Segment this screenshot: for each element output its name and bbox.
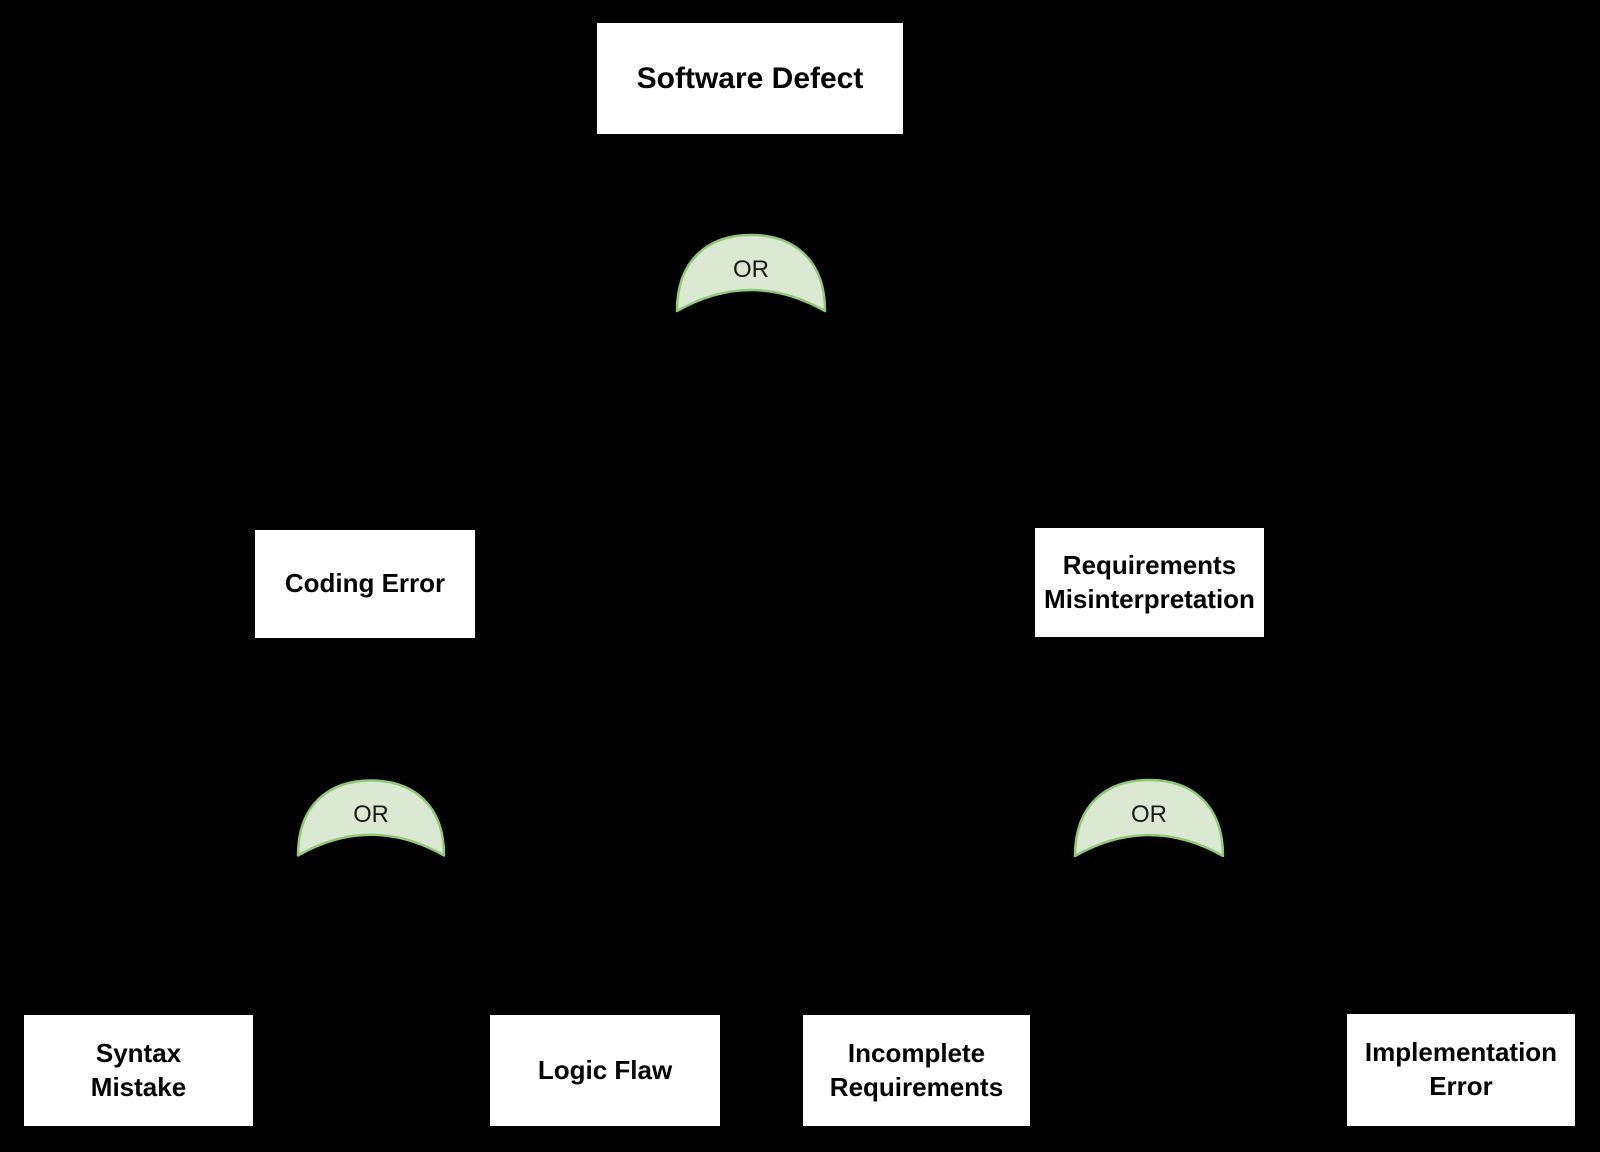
edge-left-gate-to-logic-flaw: [370, 845, 606, 1013]
edge-right-gate-to-implementation-error: [1148, 845, 1462, 1012]
or-gate-right-shape: [1073, 778, 1225, 858]
node-coding-error: Coding Error: [253, 528, 477, 640]
edge-left-gate-to-syntax-mistake: [137, 845, 372, 1013]
node-software-defect: Software Defect: [595, 21, 905, 136]
edge-root-to-top-gate: [749, 135, 752, 234]
edge-top-gate-to-coding-error: [364, 300, 752, 528]
node-logic-flaw-label: Logic Flaw: [537, 1054, 673, 1085]
edge-right-gate-to-incomplete-requirements: [915, 845, 1150, 1013]
or-gate-top: OR: [675, 233, 827, 313]
node-coding-error-label: Coding Error: [284, 568, 446, 599]
edge-top-gate-to-requirements-misinterpretation: [750, 300, 1150, 526]
node-logic-flaw: Logic Flaw: [488, 1013, 722, 1128]
node-syntax-mistake: Syntax Mistake: [22, 1013, 255, 1128]
node-incomplete-requirements: Incomplete Requirements: [801, 1013, 1032, 1128]
node-implementation-error: Implementation Error: [1345, 1012, 1577, 1128]
or-gate-top-label: OR: [733, 256, 769, 283]
edge-coding-error-to-left-gate: [364, 639, 372, 779]
or-gate-right: OR: [1073, 778, 1225, 858]
node-requirements-misinterpretation-label: Requirements Misinterpretation: [1044, 549, 1255, 614]
or-gate-right-label: OR: [1131, 801, 1167, 828]
node-syntax-mistake-label: Syntax Mistake: [90, 1037, 187, 1102]
or-gate-top-shape: [675, 233, 827, 313]
or-gate-left-shape: [296, 779, 446, 857]
node-implementation-error-label: Implementation Error: [1364, 1037, 1558, 1101]
or-gate-left-label: OR: [353, 802, 389, 828]
node-requirements-misinterpretation: Requirements Misinterpretation: [1033, 526, 1266, 639]
node-incomplete-requirements-label: Incomplete Requirements: [829, 1037, 1004, 1102]
or-gate-left: OR: [296, 778, 446, 858]
node-software-defect-label: Software Defect: [636, 62, 864, 95]
